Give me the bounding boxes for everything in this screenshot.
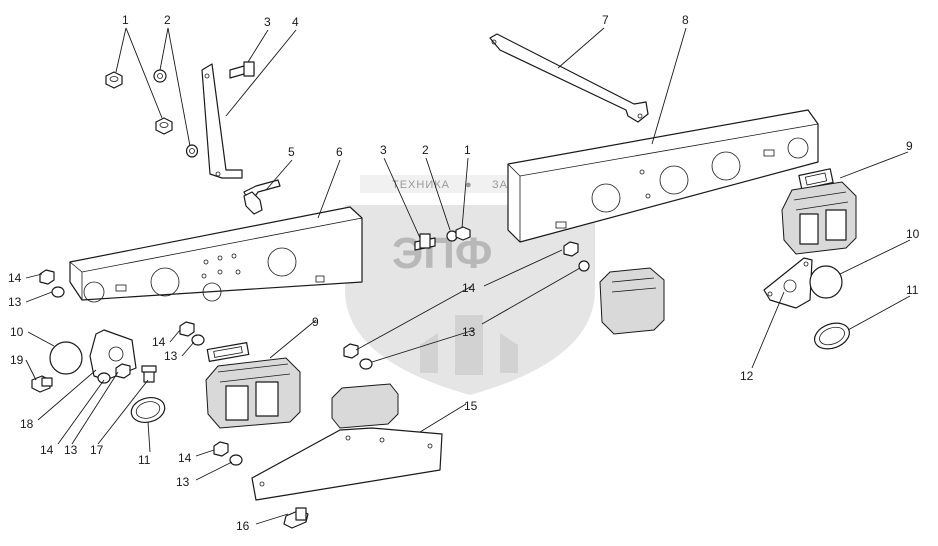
nut-1-top <box>105 71 123 89</box>
bracket-4 <box>201 63 243 179</box>
bolt-19 <box>31 375 53 393</box>
watermark-brand-text: ТЕХНИКА <box>392 179 450 191</box>
callout-7: 7 <box>602 13 609 27</box>
cover-10-left <box>49 341 83 375</box>
callout-9-left: 9 <box>312 315 319 329</box>
callout-17: 17 <box>90 443 104 457</box>
lamp-9-right <box>781 181 857 255</box>
bolt-3-middle <box>414 233 436 251</box>
callout-13-left-top: 13 <box>8 295 22 309</box>
callout-2-middle: 2 <box>422 143 429 157</box>
lamp-middle <box>599 267 665 335</box>
gasket-9-left <box>206 342 250 362</box>
bolt-5 <box>243 179 281 215</box>
callout-12: 12 <box>740 369 754 383</box>
nut-14-bottom <box>213 441 229 457</box>
callout-5: 5 <box>288 145 295 159</box>
washer-13-middle-left <box>359 358 373 370</box>
callout-14-bottom: 14 <box>178 451 192 465</box>
callout-14-left-low: 13 <box>64 443 78 457</box>
lens-11-right <box>813 322 851 350</box>
callout-3-middle: 3 <box>380 143 387 157</box>
nut-14-left-top <box>39 269 55 285</box>
callout-18: 18 <box>20 417 34 431</box>
callout-11-left: 11 <box>138 453 151 467</box>
bolt-3-top <box>229 61 255 79</box>
callout-6: 6 <box>336 145 343 159</box>
nut-1-lower <box>155 117 173 135</box>
callout-14-left-top: 14 <box>8 271 22 285</box>
nut-14-middle-right <box>563 241 579 257</box>
callout-19: 19 <box>10 353 24 367</box>
watermark-logo: ТЕХНИКА ● ЗАПЧАСТИ ЭПФ <box>345 175 595 395</box>
callout-13-center-left: 13 <box>164 349 178 363</box>
callout-10-right: 10 <box>906 227 920 241</box>
nut-1-middle <box>455 226 471 241</box>
bolt-17 <box>141 365 157 383</box>
callout-numbers: 1 2 3 4 5 6 3 2 1 7 8 9 10 11 12 14 13 1… <box>8 13 920 533</box>
lamp-9-left <box>205 357 301 429</box>
cover-10-right <box>809 265 843 299</box>
nut-14-middle-left <box>343 343 359 359</box>
callout-3-top: 3 <box>264 15 271 29</box>
callout-8: 8 <box>682 13 689 27</box>
leader-lines <box>25 27 911 525</box>
plate-12 <box>763 257 813 309</box>
lamp-housing-center <box>331 383 399 429</box>
callout-2-top: 2 <box>164 13 171 27</box>
washer-13-middle-right <box>578 260 590 272</box>
callout-1-middle: 1 <box>464 143 471 157</box>
callout-15: 15 <box>464 399 478 413</box>
lens-11-left <box>130 397 166 423</box>
washer-13-bottom <box>229 454 243 466</box>
nut-14-left-low <box>115 363 131 379</box>
nut-14-center-left <box>179 321 195 337</box>
callout-14-center: 14 <box>462 281 476 295</box>
strip-7 <box>489 33 649 123</box>
callout-13-center: 13 <box>462 325 476 339</box>
callout-9-right: 9 <box>906 139 913 153</box>
washer-13-left-top <box>51 286 65 298</box>
callout-4: 4 <box>292 15 299 29</box>
watermark-logo-text: ЭПФ <box>392 229 492 278</box>
callout-13-bottom: 13 <box>176 475 190 489</box>
callout-11-right: 11 <box>906 283 919 297</box>
washer-2-lower <box>185 144 199 158</box>
panel-6 <box>69 206 363 303</box>
washer-13-left-low <box>97 372 111 384</box>
panel-8 <box>507 109 819 243</box>
washer-2-top <box>153 69 167 83</box>
bolt-16 <box>283 507 309 529</box>
callout-10-left: 10 <box>10 325 24 339</box>
callout-1-top: 1 <box>122 13 129 27</box>
washer-13-center-left <box>191 334 205 346</box>
callout-13-left-low: 14 <box>40 443 54 457</box>
svg-text:●: ● <box>465 179 473 191</box>
callout-14-center-left: 14 <box>152 335 166 349</box>
plate-15 <box>251 427 443 501</box>
callout-16: 16 <box>236 519 250 533</box>
